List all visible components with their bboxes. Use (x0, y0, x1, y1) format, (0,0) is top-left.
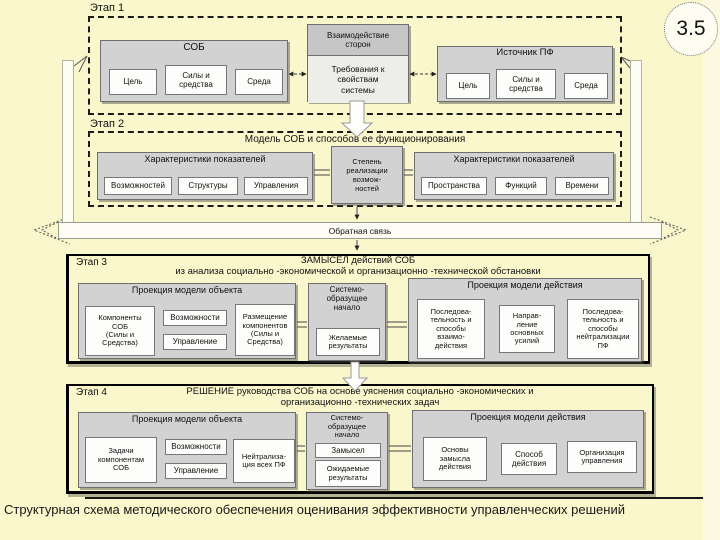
stage1-source-title: Источник ПФ (496, 47, 554, 58)
stage2-functions-cell: Функций (495, 177, 547, 195)
stage4-control-cell: Управление (165, 463, 227, 479)
stage1-source-forces-cell: Силы и средства (496, 69, 556, 99)
stage1-sob-title: СОБ (183, 42, 205, 53)
stage2-possibilities-cell: Возможностей (104, 177, 172, 195)
stage3-object-model-title: Проекция модели объекта (131, 285, 243, 295)
stage3-desired-results-cell: Желаемые результаты (316, 328, 380, 356)
stage4-neutralization-cell: Нейтрализа- ция всех ПФ (233, 439, 295, 483)
stage1-interaction-body: Требования к свойствам системы (308, 56, 408, 103)
stage2-structure-cell: Структуры (178, 177, 238, 195)
stage3-possibilities-cell: Возможности (163, 310, 227, 326)
stage4-object-model-title: Проекция модели объекта (131, 414, 243, 424)
stage4-concept-cell: Замысел (315, 443, 381, 458)
stage2-time-cell: Времени (555, 177, 609, 195)
stage3-system-core-title: Системо- образущее начало (326, 285, 368, 313)
slide-number-badge: 3.5 (664, 2, 718, 56)
stage2-right-box: Характеристики показателей Пространства … (414, 152, 614, 200)
stage1-sob-goal-cell: Цель (109, 69, 157, 95)
stage4-system-core-box: Системо- образущее начало Замысел Ожидае… (306, 412, 388, 490)
stage4-title-line2: организационно -технических задач (280, 397, 440, 408)
stage4-method-cell: Способ действия (501, 443, 557, 475)
stage2-title: Модель СОБ и способов ее функционировани… (244, 134, 466, 145)
stage3-action-model-box: Проекция модели действия Последова- тель… (408, 278, 642, 362)
stage2-left-title: Характеристики показателей (144, 154, 266, 164)
stage3-component-cell: Компоненты СОБ (Силы и Средства) (85, 306, 155, 356)
stage1-interaction-header: Взаимодействие сторон (308, 25, 408, 56)
stage1-interaction-box: Взаимодействие сторон Требования к свойс… (307, 24, 409, 103)
stage1-sob-environment-cell: Среда (235, 69, 283, 95)
stage4-organization-cell: Организация управления (567, 441, 637, 473)
stage3-sequence-cell: Последова- тельность и способы взаимо- д… (417, 299, 485, 359)
stage4-system-core-title: Системо- образущее начало (327, 413, 367, 440)
stage2-space-cell: Пространства (421, 177, 487, 195)
stage4-action-model-box: Проекция модели действия Основы замысла … (412, 410, 644, 488)
caption: Структурная схема методического обеспече… (4, 502, 625, 517)
slide-number: 3.5 (676, 17, 706, 40)
stage1-sob-forces-cell: Силы и средства (165, 65, 227, 95)
stage1-label: Этап 1 (90, 2, 125, 14)
stage3-control-cell: Управление (163, 334, 227, 350)
stage3-action-model-title: Проекция модели действия (467, 280, 583, 290)
stage4-object-model-box: Проекция модели объекта Задачи компонент… (78, 412, 296, 488)
stage3-object-model-box: Проекция модели объекта Компоненты СОБ (… (78, 283, 296, 359)
stage2-control-cell: Управления (244, 177, 308, 195)
stage3-system-core-box: Системо- образущее начало Желаемые резул… (308, 283, 386, 361)
stage2-left-box: Характеристики показателей Возможностей … (97, 152, 313, 200)
stage3-placement-cell: Размещение компонентов (Силы и Средства) (235, 304, 295, 356)
stage3-title-line2: из анализа социально -экономической и ор… (175, 266, 541, 277)
caption-divider (85, 497, 703, 499)
stage1-sob-box: СОБ Цель Силы и средства Среда (100, 40, 288, 102)
feedback-label: Обратная связь (328, 225, 392, 236)
stage4-expected-results-cell: Ожидаемые результаты (315, 460, 381, 487)
stage4-tasks-cell: Задачи компонентам СОБ (85, 437, 157, 483)
stage4-basis-cell: Основы замысла действия (423, 437, 487, 481)
stage3-direction-cell: Направ- ление основных усилий (499, 305, 555, 353)
stage4-possibilities-cell: Возможности (165, 439, 227, 455)
stage3-title-line1: ЗАМЫСЕЛ действий СОБ (300, 255, 416, 266)
feedback-left-riser (62, 60, 74, 226)
stage3-label: Этап 3 (76, 257, 107, 268)
stage2-degree-box: Степень реализации возмож- ностей (331, 146, 403, 204)
stage2-right-title: Характеристики показателей (453, 154, 575, 164)
stage1-source-environment-cell: Среда (564, 73, 608, 99)
stage4-action-model-title: Проекция модели действия (470, 412, 586, 422)
stage4-label: Этап 4 (76, 387, 107, 398)
feedback-band: Обратная связь (58, 222, 662, 239)
stage2-label: Этап 2 (90, 118, 125, 130)
stage3-neutralization-cell: Последова- тельность и способы нейтрализ… (567, 299, 639, 359)
stage1-source-goal-cell: Цель (446, 73, 490, 99)
feedback-right-riser (630, 60, 642, 226)
stage1-source-box: Источник ПФ Цель Силы и средства Среда (437, 46, 613, 102)
slide-right-margin (703, 0, 720, 540)
